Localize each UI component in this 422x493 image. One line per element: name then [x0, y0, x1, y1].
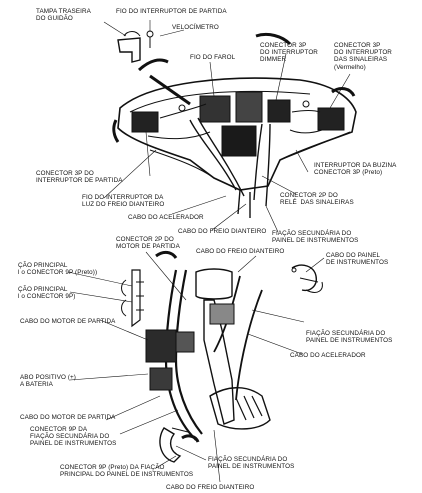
- steering-column-drawing: [121, 268, 271, 441]
- label-sub-harness-bottom: FIAÇÃO SECUNDÁRIA DO PAINEL DE INSTRUMEN…: [208, 456, 295, 471]
- label-starter-motor-connector: CONECTOR 2P DO MOTOR DE PARTIDA: [116, 236, 180, 251]
- label-turn-signal-connector: CONECTOR 3P DO INTERRUPTOR DAS SINALEIRA…: [334, 42, 392, 71]
- handlebar-cover-drawing: [117, 77, 357, 218]
- wire-clip-drawing: [159, 427, 189, 463]
- label-brake-light-switch-wire: FIO DO INTERRUPTOR DA LUZ DO FREIO DIANT…: [82, 194, 165, 209]
- label-front-brake-cable-top: CABO DO FREIO DIANTEIRO: [178, 228, 267, 235]
- label-main-harness-black: ÇÃO PRINCIPAL l o CONECTOR 9P (Preto)): [18, 262, 98, 277]
- label-throttle-cable-mid: CABO DO ACELERADOR: [290, 352, 366, 359]
- label-starter-motor-cable-1: CABO DO MOTOR DE PARTIDA: [20, 318, 116, 325]
- label-sub-harness-mid: FIAÇÃO SECUNDÁRIA DO PAINEL DE INSTRUMEN…: [306, 330, 393, 345]
- label-speedometer: VELOCÍMETRO: [172, 24, 219, 31]
- label-9p-main-harness-connector: CONECTOR 9P (Preto) DA FIAÇÃO PRINCIPAL …: [60, 464, 194, 479]
- label-start-switch-wire: FIO DO INTERRUPTOR DE PARTIDA: [116, 8, 227, 15]
- label-front-brake-cable-mid: CABO DO FREIO DIANTEIRO: [196, 248, 285, 255]
- label-headlight-wire: FIO DO FAROL: [190, 54, 236, 61]
- label-main-harness: ÇÃO PRINCIPAL l o CONECTOR 9P): [18, 286, 76, 301]
- label-rear-handlebar-cover: TAMPA TRASEIRA DO GUIDÃO: [36, 8, 91, 23]
- label-start-switch-connector: CONECTOR 3P DO INTERRUPTOR DE PARTIDA: [36, 170, 123, 185]
- label-instrument-cable: CABO DO PAINEL DE INSTRUMENTOS: [326, 252, 389, 267]
- label-battery-positive-cable: ABO POSITIVO (+) A BATERIA: [20, 374, 77, 389]
- label-turn-signal-relay: CONECTOR 2P DO RELÉ DAS SINALEIRAS: [280, 192, 354, 207]
- cable-clip-drawing: [291, 264, 323, 293]
- label-9p-sub-harness-connector: CONECTOR 9P DA FIAÇÃO SECUNDÁRIA DO PAIN…: [30, 426, 117, 448]
- label-sub-harness-top: FIAÇÃO SECUNDÁRIA DO PAINEL DE INSTRUMEN…: [272, 230, 359, 245]
- label-horn-switch: INTERRUPTOR DA BUZINA CONECTOR 3P (Preto…: [314, 162, 397, 177]
- rear-cover-bracket-drawing: [117, 30, 154, 63]
- label-front-brake-cable-bottom: CABO DO FREIO DIANTEIRO: [166, 484, 255, 491]
- label-throttle-cable-top: CABO DO ACELERADOR: [128, 214, 204, 221]
- label-starter-motor-cable-2: CABO DO MOTOR DE PARTIDA: [20, 414, 116, 421]
- label-dimmer-connector: CONECTOR 3P DO INTERRUPTOR DIMMER: [260, 42, 318, 64]
